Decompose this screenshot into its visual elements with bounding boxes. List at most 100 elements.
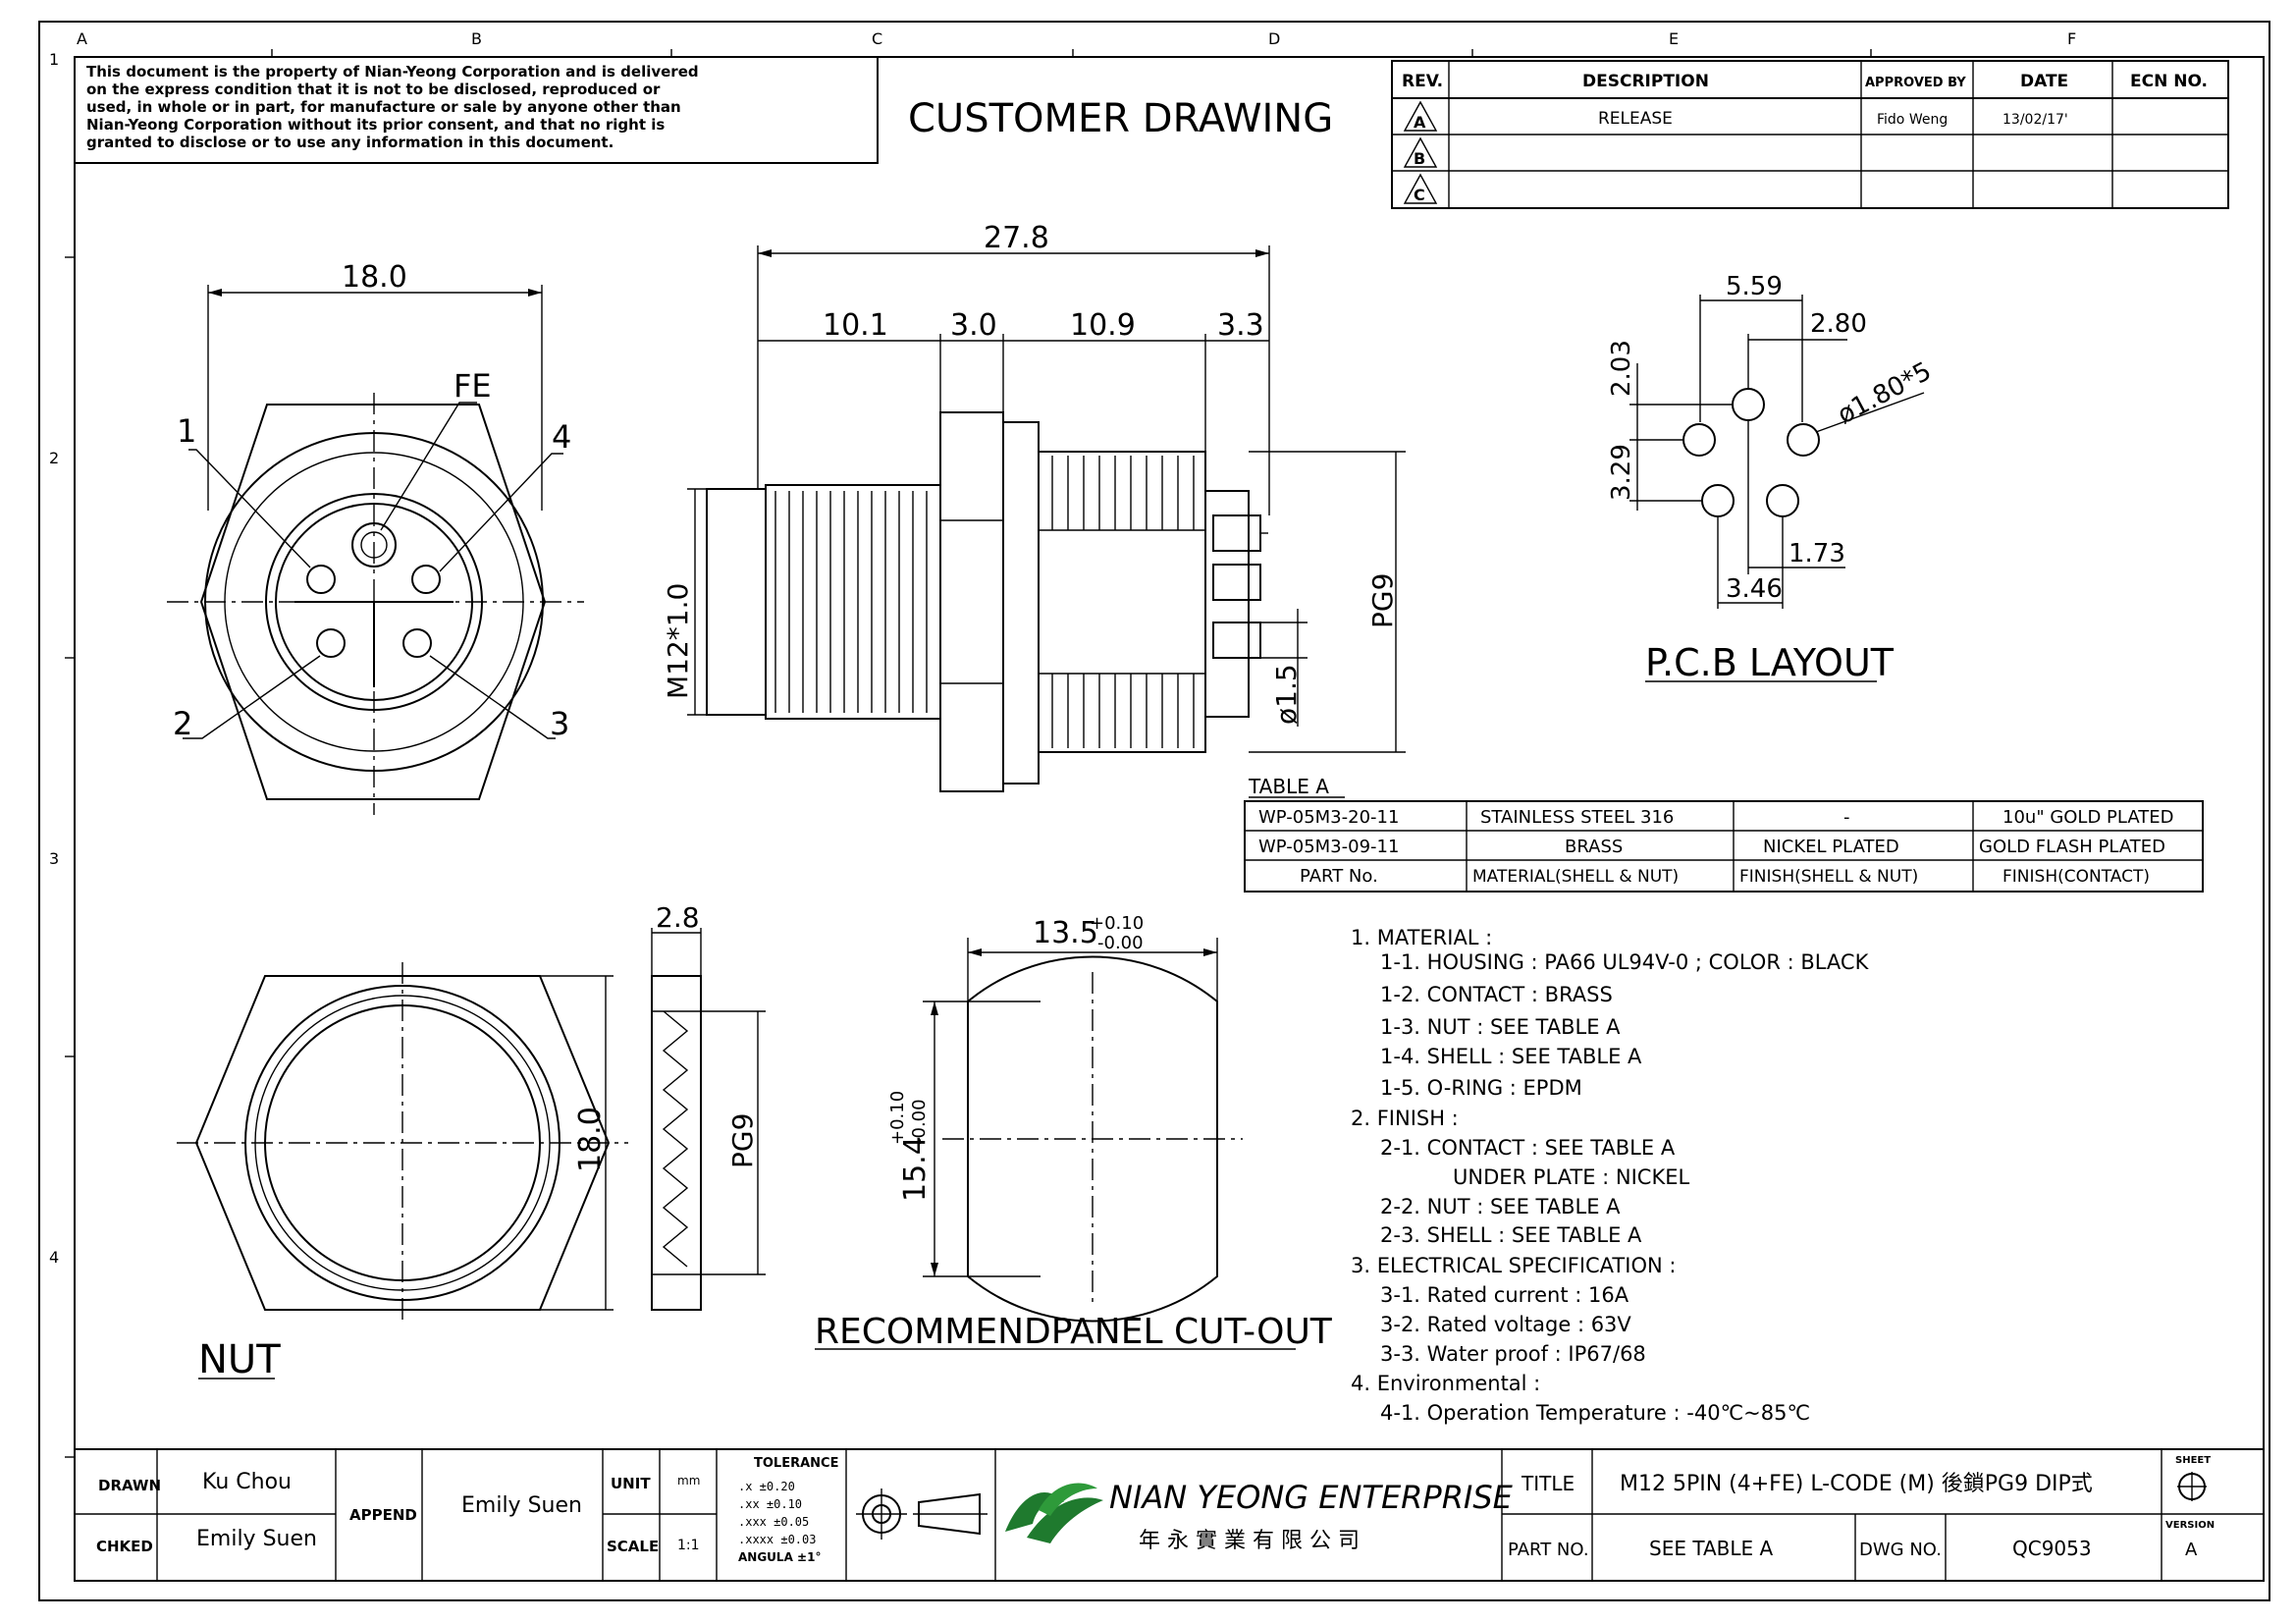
cutout-width-dim: 13.5	[1033, 916, 1098, 950]
svg-text:FINISH(CONTACT): FINISH(CONTACT)	[2002, 867, 2150, 887]
grid-col-a: A	[77, 29, 87, 48]
pcb-layout: 5.59 2.80 2.03 3.29 ø1.80*5 1.73 3.46 P.…	[1607, 272, 1937, 684]
svg-text:10u" GOLD PLATED: 10u" GOLD PLATED	[2002, 807, 2173, 828]
table-a-title: TABLE A	[1248, 775, 1329, 798]
svg-text:2-2. NUT : SEE TABLE A: 2-2. NUT : SEE TABLE A	[1380, 1195, 1621, 1218]
outer-border	[38, 21, 2270, 1601]
svg-text:.xxxx ±0.03: .xxxx ±0.03	[738, 1533, 816, 1546]
svg-text:UNDER PLATE : NICKEL: UNDER PLATE : NICKEL	[1453, 1165, 1689, 1189]
part-no-value: SEE TABLE A	[1649, 1537, 1774, 1560]
approved-header: APPROVED BY	[1865, 76, 1966, 90]
table-a: TABLE A WP-05M3-20-11 STAINLESS STEEL 31…	[1244, 775, 2204, 893]
grid-col-e: E	[1669, 29, 1679, 48]
grid-row-2: 2	[49, 449, 59, 467]
pcb-dim-3-46: 3.46	[1726, 574, 1783, 604]
grid-row-1: 1	[49, 50, 59, 69]
svg-text:STAINLESS STEEL 316: STAINLESS STEEL 316	[1480, 807, 1674, 828]
pcb-dim-2-80: 2.80	[1810, 309, 1867, 339]
svg-text:1. MATERIAL :: 1. MATERIAL :	[1351, 926, 1492, 949]
svg-text:used, in whole or in part, for: used, in whole or in part, for manufactu…	[86, 98, 681, 116]
pcb-dim-5-59: 5.59	[1726, 272, 1783, 301]
svg-text:This document is the property: This document is the property of Nian-Ye…	[86, 63, 699, 81]
rev-header: REV.	[1402, 72, 1443, 91]
pcb-dim-3-29: 3.29	[1607, 444, 1636, 501]
dwg-no-label: DWG NO.	[1859, 1540, 1942, 1560]
grid-row-4: 4	[49, 1248, 59, 1267]
grid-rows: 1 2 3 4	[49, 50, 75, 1458]
svg-text:NICKEL PLATED: NICKEL PLATED	[1763, 837, 1899, 857]
thread-hatch	[774, 456, 1195, 748]
cutout-width-tol-plus: +0.10	[1090, 913, 1144, 934]
svg-text:3-3. Water proof : IP67/68: 3-3. Water proof : IP67/68	[1380, 1342, 1646, 1366]
svg-text:3-1. Rated current : 16A: 3-1. Rated current : 16A	[1380, 1283, 1629, 1307]
append-label: APPEND	[349, 1506, 417, 1524]
grid-col-d: D	[1268, 29, 1280, 48]
ecn-header: ECN NO.	[2130, 72, 2208, 91]
svg-text:1-5. O-RING : EPDM: 1-5. O-RING : EPDM	[1380, 1076, 1582, 1100]
svg-text:1-1. HOUSING : PA66 UL94V-: 1-1. HOUSING : PA66 UL94V-0 ; COLOR : BL…	[1380, 950, 1870, 974]
notice-box	[74, 56, 879, 164]
svg-text:.x ±0.20: .x ±0.20	[738, 1480, 795, 1493]
sheet-symbol-icon	[2177, 1472, 2207, 1501]
release-date: 13/02/17'	[2002, 112, 2068, 128]
spec-notes: 1. MATERIAL : 1-1. HOUSING : PA66 UL94V-…	[1351, 926, 1870, 1425]
company-name-cn: 年 永 實 業 有 限 公 司	[1139, 1529, 1360, 1553]
nut-pg9-label: PG9	[726, 1113, 759, 1168]
title-value: M12 5PIN (4+FE) L-CODE (M) 後鎖PG9 DIP式	[1620, 1472, 2093, 1496]
nut-view: 18.0 NUT 2.8 PG9	[177, 901, 766, 1382]
cutout-width-tol-minus: -0.00	[1097, 933, 1144, 953]
title-label: TITLE	[1521, 1472, 1575, 1495]
projection-symbol-icon	[856, 1488, 988, 1540]
release-desc: RELEASE	[1598, 109, 1673, 129]
pin-diameter-label: ø1.5	[1270, 664, 1303, 725]
nut-height-dim: 18.0	[573, 1107, 608, 1172]
segment-3-0: 3.0	[950, 308, 997, 343]
pin-label-1: 1	[177, 412, 196, 450]
grid-columns: A B C D E F	[77, 29, 2076, 57]
revision-table: REV. DESCRIPTION APPROVED BY DATE ECN NO…	[1391, 60, 2229, 209]
grid-col-c: C	[872, 29, 882, 48]
pin-label-2: 2	[173, 705, 192, 742]
date-header: DATE	[2020, 72, 2068, 91]
svg-text:4-1. Operation Temperature: 4-1. Operation Temperature : -40℃~85℃	[1380, 1401, 1810, 1425]
title-block: DRAWN Ku Chou CHKED Emily Suen APPEND Em…	[74, 1448, 2265, 1582]
cutout-height-tol-minus: -0.00	[909, 1099, 930, 1145]
svg-text:.xxx ±0.05: .xxx ±0.05	[738, 1515, 809, 1529]
scale-label: SCALE	[607, 1538, 659, 1555]
checked-value: Emily Suen	[196, 1527, 317, 1551]
cutout-height-dim: 15.4	[898, 1136, 933, 1202]
notice-text: This document is the property of Nian-Ye…	[86, 63, 699, 151]
pcb-layout-title: P.C.B LAYOUT	[1645, 641, 1895, 684]
svg-text:GOLD FLASH PLATED: GOLD FLASH PLATED	[1979, 837, 2165, 857]
svg-text:2. FINISH :: 2. FINISH :	[1351, 1107, 1459, 1130]
rev-a: A	[1414, 113, 1426, 132]
rev-c: C	[1414, 186, 1425, 204]
side-view: 27.8 10.1 3.0 10.9 3.3 M12*1.0 PG9 ø1.5	[662, 221, 1406, 792]
version-value: A	[2185, 1540, 2198, 1560]
append-value: Emily Suen	[461, 1493, 582, 1518]
segment-10-1: 10.1	[823, 308, 888, 343]
unit-label: UNIT	[611, 1475, 651, 1492]
front-width-dim: 18.0	[342, 260, 407, 295]
pin-label-3: 3	[550, 705, 569, 742]
front-view: 18.0 1 2 3 4 FE	[167, 260, 584, 815]
svg-text:Nian-Yeong Corporation without: Nian-Yeong Corporation without its prior…	[86, 116, 665, 134]
svg-text:1-2. CONTACT : BRASS: 1-2. CONTACT : BRASS	[1380, 983, 1613, 1006]
side-overall-dim: 27.8	[984, 221, 1049, 255]
pcb-dim-1-73: 1.73	[1789, 539, 1845, 568]
grid-col-f: F	[2067, 29, 2076, 48]
company-logo-icon	[1005, 1483, 1103, 1543]
svg-text:PART No.: PART No.	[1300, 866, 1378, 887]
pin-label-fe: FE	[454, 367, 492, 405]
pcb-dim-2-03: 2.03	[1607, 340, 1636, 397]
svg-text:FINISH(SHELL & NUT): FINISH(SHELL & NUT)	[1739, 867, 1918, 887]
svg-text:2-3. SHELL : SEE TABLE A: 2-3. SHELL : SEE TABLE A	[1380, 1223, 1642, 1247]
svg-text:4. Environmental :: 4. Environmental :	[1351, 1372, 1540, 1395]
thread-label: M12*1.0	[662, 583, 694, 699]
svg-text:WP-05M3-09-11: WP-05M3-09-11	[1258, 837, 1399, 857]
svg-text:granted to disclose or to use: granted to disclose or to use any inform…	[86, 134, 614, 151]
cutout-label: RECOMMENDPANEL CUT-OUT	[815, 1312, 1333, 1352]
svg-text:ANGULA ±1°: ANGULA ±1°	[738, 1550, 821, 1564]
svg-text:-: -	[1843, 807, 1850, 828]
